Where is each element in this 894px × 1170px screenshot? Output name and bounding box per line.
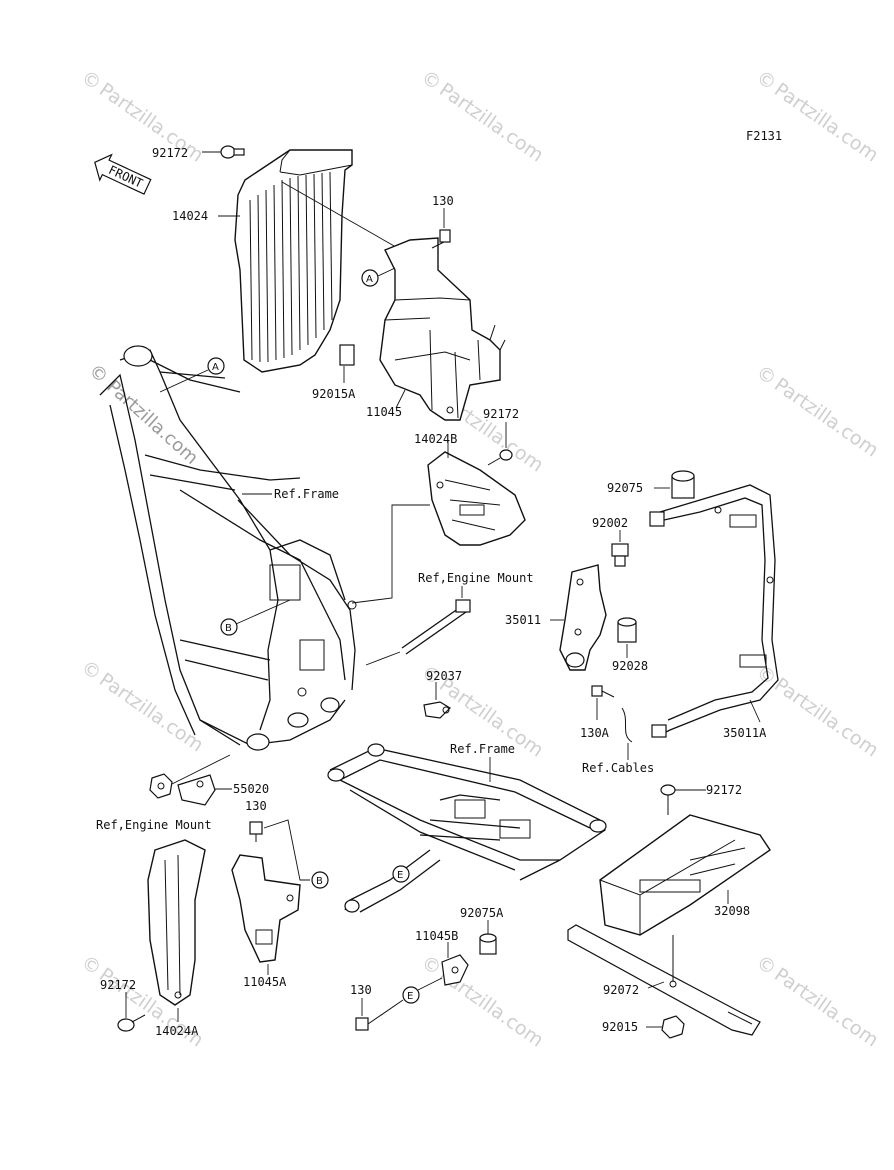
callout-ref-engine-mount-top: Ref,Engine Mount <box>418 571 534 585</box>
leader-e-bottom <box>417 977 443 991</box>
callout-ref-frame-top: Ref.Frame <box>274 487 339 501</box>
leader-14024B-to-frame <box>351 504 430 604</box>
guard-35011A <box>649 484 779 738</box>
collar-92028 <box>617 617 637 643</box>
callout-ref-cables: Ref.Cables <box>582 761 654 775</box>
ref-letter-e-subframe: E <box>397 870 403 881</box>
callout-92002: 92002 <box>592 516 628 530</box>
ref-letter-b-bracket: B <box>316 876 323 887</box>
callout-11045A: 11045A <box>243 975 287 989</box>
callout-92072: 92072 <box>603 983 639 997</box>
leader-92072 <box>647 981 665 989</box>
callout-92037: 92037 <box>426 669 462 683</box>
callout-35011: 35011 <box>505 613 541 627</box>
bracket-11045 <box>379 237 506 421</box>
leader-130-left-b <box>263 819 310 881</box>
bracket-11045A <box>231 854 301 963</box>
ref-circle-e-bottom <box>402 986 420 1004</box>
engine-mount-bolt <box>401 599 471 655</box>
mount-55020 <box>177 774 216 806</box>
bolt-130-top <box>431 229 451 249</box>
callout-32098: 32098 <box>714 904 750 918</box>
callout-130A: 130A <box>580 726 610 740</box>
leader-14024-to-bracket <box>281 181 411 256</box>
ref-letter-a-bracket: A <box>366 274 373 285</box>
callout-14024A: 14024A <box>155 1024 199 1038</box>
callout-130-bottom: 130 <box>350 983 372 997</box>
leader-engine-mount-bolt <box>365 651 401 666</box>
leader-a-bracket <box>377 267 396 277</box>
bolt-92172-right <box>660 784 676 815</box>
bolt-130A <box>591 685 615 698</box>
figure-code: F2131 <box>746 129 782 143</box>
watermark-text: Partzilla.com <box>770 79 882 167</box>
watermark-text: Partzilla.com <box>770 964 882 1052</box>
watermark-text: Partzilla.com <box>770 674 882 762</box>
callout-11045: 11045 <box>366 405 402 419</box>
callout-14024: 14024 <box>172 209 208 223</box>
battery-tray-32098 <box>599 814 771 936</box>
leader-35011A <box>749 699 761 723</box>
sub-frame <box>327 743 607 913</box>
bolt-92002 <box>611 543 629 567</box>
callout-35011A: 35011A <box>723 726 767 740</box>
bracket-11045B <box>441 954 469 986</box>
callout-92172-bottom: 92172 <box>100 978 136 992</box>
callout-92075A: 92075A <box>460 906 504 920</box>
leader-engine-mount-nut <box>171 754 231 785</box>
callout-ref-engine-mount-left: Ref,Engine Mount <box>96 818 212 832</box>
ref-circle-b-frame <box>220 618 238 636</box>
callout-92015: 92015 <box>602 1020 638 1034</box>
bolt-92172-top <box>220 145 245 159</box>
nut-92015 <box>661 1015 685 1039</box>
front-arrow-label: FRONT <box>106 163 145 191</box>
radiator-cover-14024 <box>234 149 353 373</box>
ref-circle-e-subframe <box>392 865 410 883</box>
ref-circle-a-frame <box>207 357 225 375</box>
bolt-130-left <box>249 821 263 842</box>
callout-92015A: 92015A <box>312 387 356 401</box>
clip-92015A <box>339 344 355 366</box>
ref-circle-b-bracket <box>311 871 329 889</box>
clamp-92037 <box>423 701 451 719</box>
strap-92072 <box>567 924 761 1036</box>
nut-ref-engine-mount <box>149 773 173 799</box>
ref-letter-b-frame: B <box>225 623 232 634</box>
callout-11045B: 11045B <box>415 929 458 943</box>
bolt-92172-mid <box>487 449 513 466</box>
cover-14024B <box>427 451 526 546</box>
collar-92075 <box>671 470 695 499</box>
callout-55020: 55020 <box>233 782 269 796</box>
ref-letter-e-bottom: E <box>407 991 413 1002</box>
bolt-130-bottom <box>355 999 404 1031</box>
cable-hook <box>621 707 633 743</box>
callout-130-left: 130 <box>245 799 267 813</box>
callout-92028: 92028 <box>612 659 648 673</box>
bracket-35011 <box>559 564 607 671</box>
ref-circle-a-bracket <box>361 269 379 287</box>
watermark-symbol-dark: © <box>85 360 112 388</box>
ref-letter-a-frame: A <box>212 362 219 373</box>
callout-14024B: 14024B <box>414 432 457 446</box>
watermark-text: Partzilla.com <box>770 374 882 462</box>
radiator-fins <box>249 171 333 363</box>
callout-130-top: 130 <box>432 194 454 208</box>
callout-92172-mid: 92172 <box>483 407 519 421</box>
leader-a-frame <box>159 369 209 393</box>
leader-11045 <box>395 389 406 409</box>
front-arrow-icon: FRONT <box>94 153 152 195</box>
main-frame <box>99 345 357 751</box>
callout-92172-top: 92172 <box>152 146 188 160</box>
callout-92172-right: 92172 <box>706 783 742 797</box>
watermark-text-dark: Partzilla.com <box>102 376 202 469</box>
cover-14024A <box>147 839 206 1006</box>
watermark-text: Partzilla.com <box>435 79 547 167</box>
leader-b-frame <box>235 599 291 625</box>
watermark-text: Partzilla.com <box>95 669 207 757</box>
bolt-92172-bottom <box>117 1014 146 1032</box>
callout-ref-frame-mid: Ref.Frame <box>450 742 515 756</box>
callout-92075: 92075 <box>607 481 643 495</box>
collar-92075A <box>479 933 497 955</box>
